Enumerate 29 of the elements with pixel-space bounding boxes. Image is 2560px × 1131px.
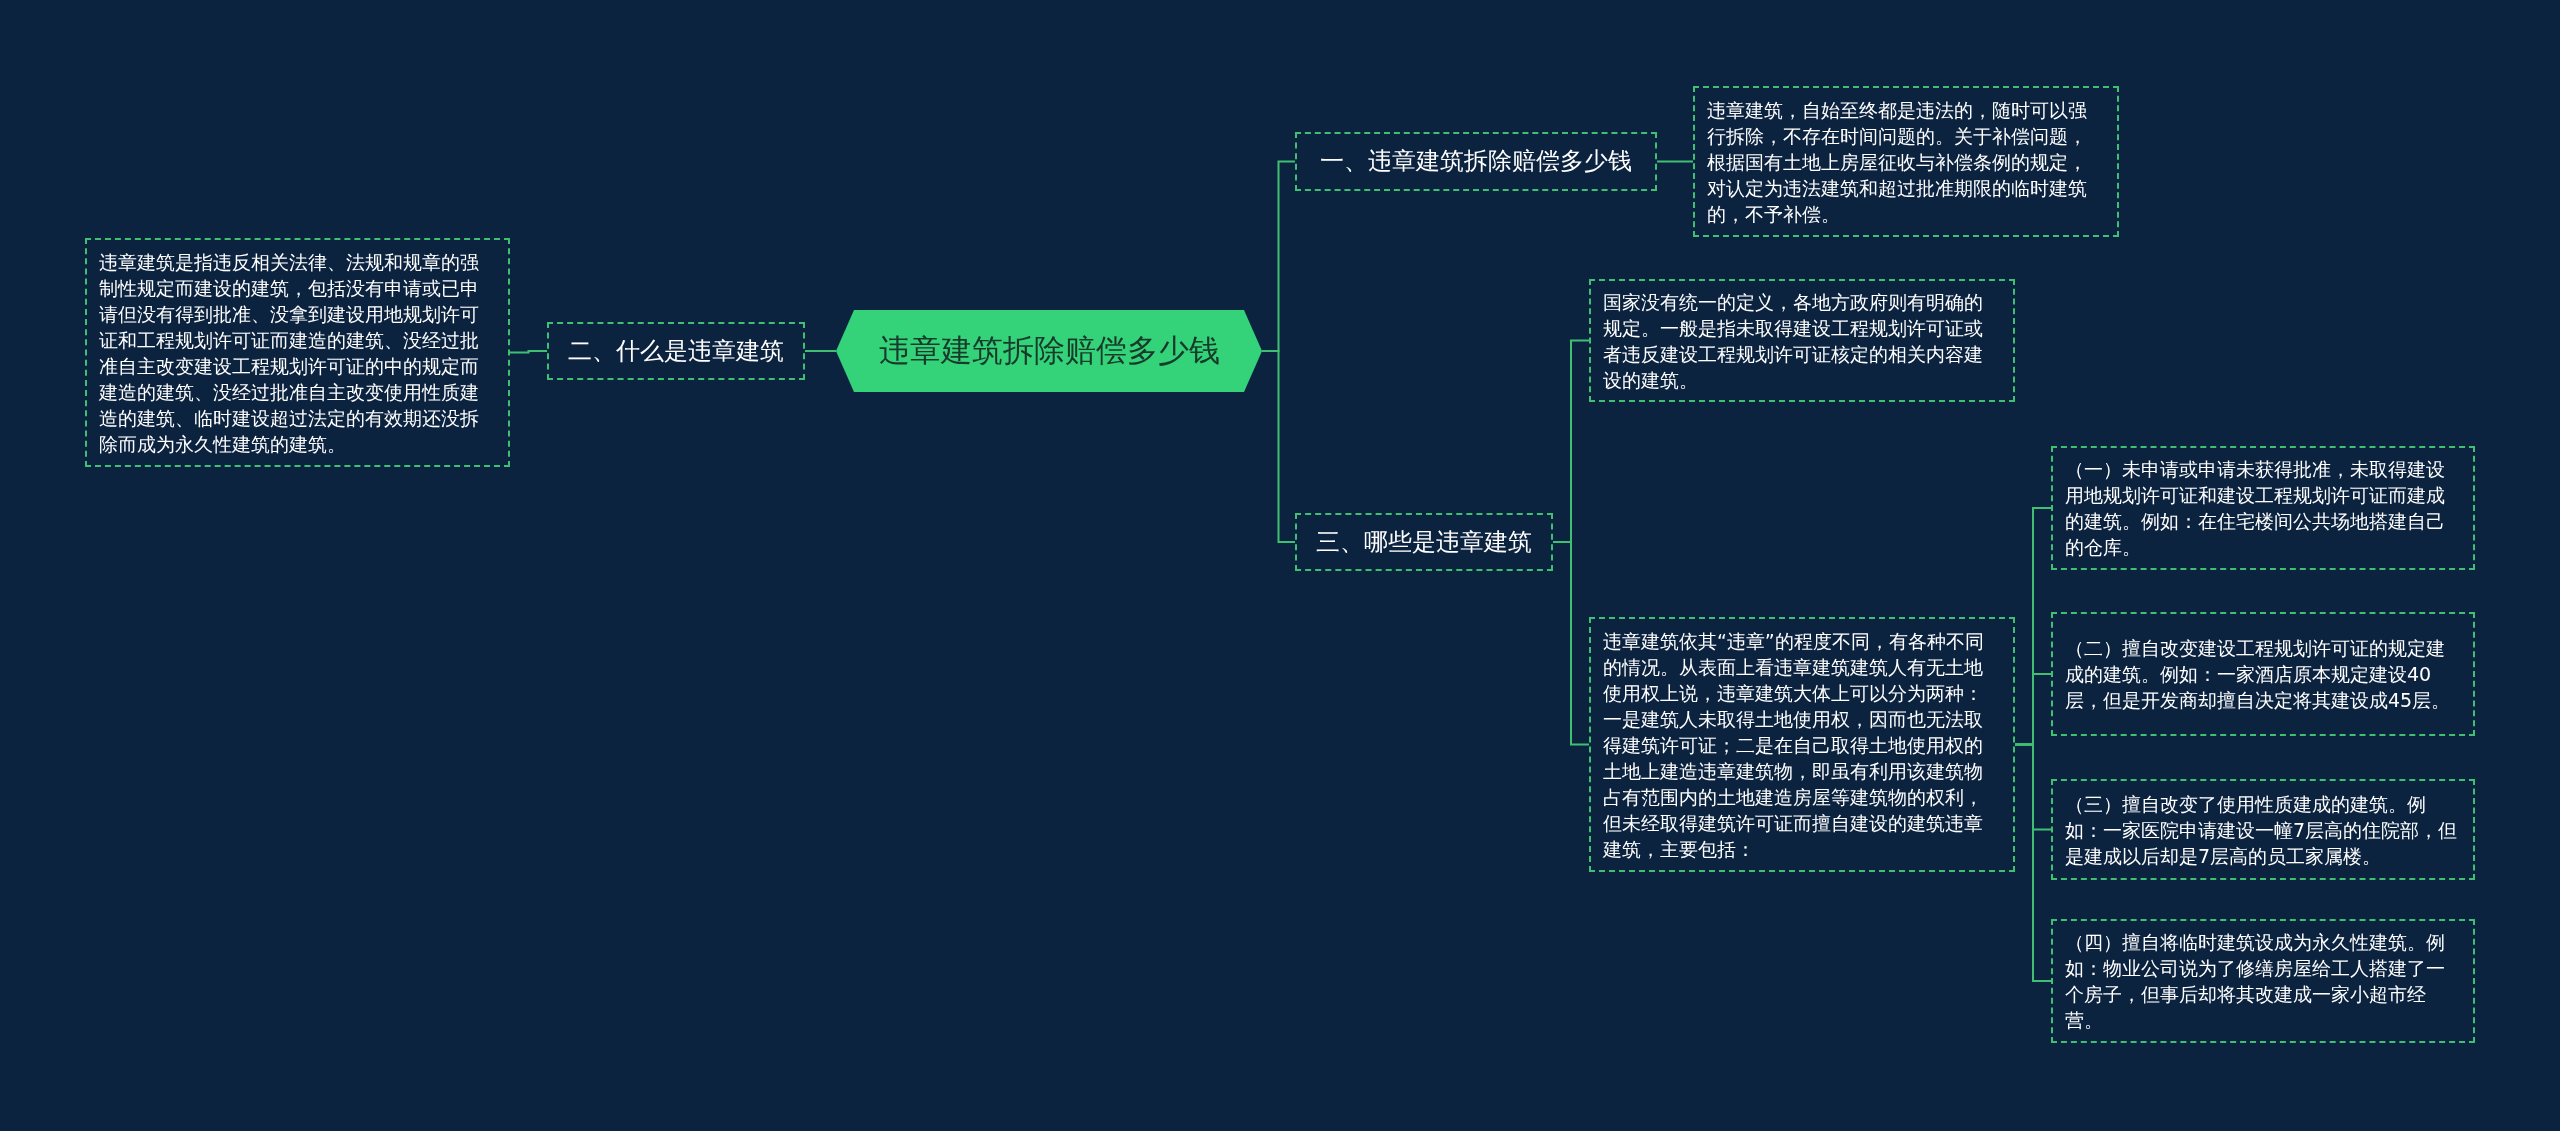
- connector-line: [509, 350, 548, 354]
- branch-box: [1295, 513, 1553, 571]
- connector-line: [1552, 541, 1590, 746]
- connector-line: [1656, 160, 1694, 163]
- note-box: [1589, 279, 2015, 402]
- note-text: （一）未申请或申请未获得批准，未取得建设用地规划许可证和建设工程规划许可证而建成的建筑。例如：在住宅楼间公共场地搭建自己的仓库。: [2065, 457, 2446, 560]
- note-box: [2051, 919, 2475, 1043]
- note-box: [1693, 86, 2119, 237]
- note-text: 违章建筑是指违反相关法律、法规和规章的强制性规定而建设的建筑，包括没有申请或已申请但没有得到批准、没拿到建设用地规划许可证和工程规划许可证而建造的建筑、没经过批准自主改变建设工程规划许可证的中的规定而建造的建筑、没经过批准自主改变使用性质建造的建筑、临时建设超过法定的有效期还没拆除而成为永久性建筑的建筑。: [99, 249, 480, 457]
- branch-label: 三、哪些是违章建筑: [1316, 527, 1532, 557]
- topic-text: 违章建筑拆除赔偿多少钱: [878, 332, 1220, 370]
- note-text: 国家没有统一的定义，各地方政府则有明确的规定。一般是指未取得建设工程规划许可证或者违反建设工程规划许可证核定的相关内容建设的建筑。: [1603, 289, 1984, 393]
- note-box: [2051, 612, 2475, 736]
- note-text: （四）擅自将临时建筑设成为永久性建筑。例如：物业公司说为了修缮房屋给工人搭建了一个房子，但事后却将其改建成一家小超市经营。: [2065, 930, 2446, 1033]
- branch-label: 一、违章建筑拆除赔偿多少钱: [1320, 147, 1632, 176]
- note-text: 违章建筑依其“违章”的程度不同，有各种不同的情况。从表面上看违章建筑建筑人有无土地使用权上说，违章建筑大体上可以分为两种：一是建筑人未取得土地使用权，因而也无法取得建筑许可证；二是在自己取得土地使用权的土地上建造违章建筑物，即虽有利用该建筑物占有范围内的土地建造房屋等建筑物的权利，但未经取得建筑许可证而擅自建设的建筑违章建筑，主要包括：: [1603, 628, 1985, 862]
- branch-box: [1295, 132, 1657, 191]
- note-box: [85, 238, 510, 467]
- branch-label: 二、什么是违章建筑: [568, 336, 784, 366]
- note-text: 违章建筑，自始至终都是违法的，随时可以强行拆除，不存在时间问题的。关于补偿问题，根据国有土地上房屋征收与补偿条例的规定，对认定为违法建筑和超过批准期限的临时建筑的，不予补偿。: [1707, 97, 2088, 227]
- note-box: [2051, 446, 2475, 570]
- connector-line: [2014, 743, 2052, 982]
- connector-line: [1261, 350, 1296, 543]
- note-box: [1589, 617, 2015, 872]
- note-text: （三）擅自改变了使用性质建成的建筑。例如：一家医院申请建设一幢7层高的住院部，但是建成以后却是7层高的员工家属楼。: [2065, 791, 2459, 869]
- note-text: （二）擅自改变建设工程规划许可证的规定建成的建筑。例如：一家酒店原本规定建设40层，但是开发商却擅自决定将其建设成45层。: [2065, 636, 2452, 713]
- connector-line: [804, 350, 837, 352]
- branch-box: [547, 322, 805, 380]
- note-box: [2051, 779, 2475, 880]
